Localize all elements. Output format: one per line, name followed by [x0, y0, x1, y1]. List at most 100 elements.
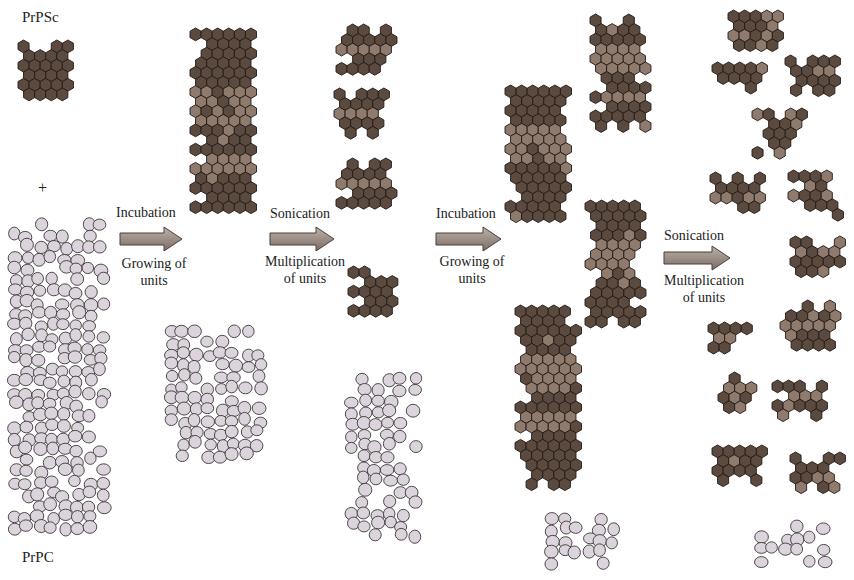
prpsc-unit — [734, 464, 745, 477]
prpsc-unit — [596, 120, 607, 133]
prpsc-unit — [772, 380, 783, 393]
prpsc-unit — [752, 108, 763, 121]
prpc-molecule — [755, 557, 769, 568]
prpc-molecule — [228, 325, 240, 338]
prpc-molecule — [383, 404, 396, 417]
prpc-molecule — [61, 242, 73, 255]
prpc-molecule — [370, 473, 382, 485]
prpc-molecule — [177, 347, 189, 359]
prpc-molecule — [818, 544, 830, 555]
prpsc-unit — [522, 210, 533, 223]
prpc-molecule — [180, 426, 192, 439]
prpc-molecule — [60, 523, 71, 536]
process-label: Sonication — [664, 228, 724, 245]
prpc-molecule — [83, 331, 95, 343]
prpc-molecule — [409, 384, 422, 395]
prpc-molecule — [394, 417, 407, 428]
prpc-molecule — [229, 359, 242, 372]
prpc-molecule — [46, 419, 59, 430]
prpc-molecule — [34, 285, 46, 296]
prpsc-unit — [359, 304, 370, 317]
prpc-molecule — [45, 476, 58, 487]
prpc-molecule — [57, 319, 69, 330]
prpc-molecule — [397, 509, 409, 521]
prpc-molecule — [804, 555, 815, 567]
prpc-molecule — [409, 530, 421, 543]
prpsc-unit — [635, 286, 646, 299]
prpsc-unit — [718, 72, 729, 85]
prpc-molecule — [22, 252, 33, 264]
prpc-molecule — [255, 382, 268, 395]
prpc-molecule — [44, 522, 56, 534]
prpc-molecule — [93, 241, 106, 253]
prpsc-unit — [710, 191, 721, 204]
prpc-molecule — [569, 522, 582, 533]
prpsc-unit — [640, 120, 651, 133]
prpsc-unit — [212, 201, 223, 214]
prpc-molecule — [176, 450, 188, 462]
prpc-molecule — [32, 272, 44, 284]
prpsc-unit — [347, 62, 358, 75]
prpc-molecule — [410, 441, 422, 453]
prpsc-unit — [348, 304, 359, 317]
prpc-molecule — [165, 414, 177, 426]
prpsc-unit — [369, 62, 380, 75]
prpc-molecule — [94, 363, 106, 376]
prpc-molecule — [190, 372, 202, 384]
prpc-molecule — [394, 463, 406, 475]
prpsc-unit — [336, 177, 347, 190]
prpc-molecule — [58, 408, 70, 421]
process-arrows — [120, 227, 730, 270]
prpsc-unit — [46, 88, 57, 101]
prpc-molecule — [766, 542, 778, 553]
prpsc-cluster — [590, 14, 651, 132]
prpsc-unit — [190, 182, 201, 195]
prpc-molecule — [69, 366, 82, 378]
process-label: Growing of units — [436, 254, 508, 288]
prpsc-cluster — [585, 200, 646, 328]
prpc-molecule — [382, 417, 394, 428]
prpc-molecule — [82, 431, 95, 443]
prpc-cloud — [164, 325, 267, 464]
prpc-molecule — [83, 521, 97, 534]
prpsc-unit — [811, 409, 822, 422]
prpc-molecule — [45, 306, 57, 319]
prpc-molecule — [225, 347, 238, 358]
prpsc-unit — [721, 191, 732, 204]
prpc-molecule — [201, 416, 214, 428]
prpsc-cluster — [728, 10, 783, 52]
prpsc-cluster — [718, 372, 757, 414]
prpc-molecule — [406, 404, 420, 417]
prpc-molecule — [358, 450, 370, 462]
process-label: PrPSc — [22, 8, 59, 26]
prpc-molecule — [608, 523, 620, 536]
prpc-molecule — [85, 310, 97, 322]
prpc-molecule — [83, 241, 95, 253]
prpc-molecule — [225, 396, 238, 407]
prpsc-unit — [347, 196, 358, 209]
prpc-molecule — [545, 545, 559, 558]
prpsc-unit — [734, 39, 745, 52]
prpsc-unit — [348, 266, 359, 279]
prpsc-cluster — [790, 236, 845, 278]
prpsc-unit — [813, 84, 824, 97]
prpc-molecule — [8, 422, 21, 435]
prpc-molecule — [8, 433, 20, 446]
prpc-molecule — [18, 479, 31, 490]
prpc-molecule — [606, 537, 617, 549]
prpsc-cluster — [348, 266, 398, 317]
prpsc-unit — [618, 315, 629, 328]
prpsc-unit — [751, 474, 762, 487]
prpsc-unit — [559, 478, 570, 491]
prpc-molecule — [19, 520, 32, 531]
prpc-molecule — [20, 421, 33, 433]
prpc-molecule — [93, 219, 106, 230]
prpc-molecule — [252, 402, 266, 414]
prpsc-unit — [738, 201, 749, 214]
prpc-molecule — [84, 230, 96, 242]
prpsc-unit — [745, 81, 756, 94]
prpsc-unit — [805, 199, 816, 212]
prpc-molecule — [369, 451, 382, 462]
prpsc-unit — [57, 88, 68, 101]
prpc-molecule — [69, 287, 82, 299]
